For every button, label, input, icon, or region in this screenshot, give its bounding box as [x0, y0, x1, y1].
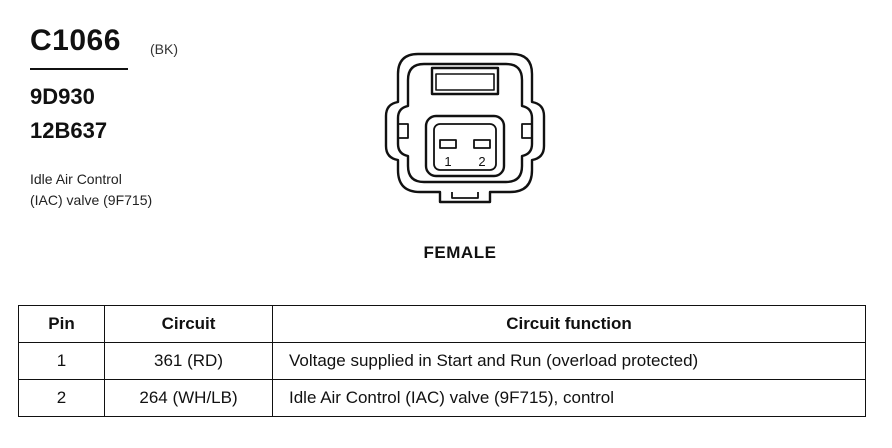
- connector-id: C1066: [30, 24, 121, 57]
- table-header-row: Pin Circuit Circuit function: [18, 305, 866, 343]
- table-row: 2 264 (WH/LB) Idle Air Control (IAC) val…: [18, 379, 866, 417]
- connector-outer-shell: [384, 52, 546, 204]
- circuit-function-cell: Idle Air Control (IAC) valve (9F715), co…: [272, 379, 866, 417]
- column-header-pin: Pin: [18, 305, 105, 343]
- column-header-circuit-function: Circuit function: [272, 305, 866, 343]
- column-header-circuit: Circuit: [104, 305, 273, 343]
- pin-2-label: 2: [478, 154, 485, 169]
- pin-1-slot: [439, 139, 457, 149]
- pin-1-label: 1: [444, 154, 451, 169]
- pin-cell: 1: [18, 342, 105, 380]
- pin-cell: 2: [18, 379, 105, 417]
- connector-gender-label: FEMALE: [423, 243, 497, 262]
- connector-face-drawing: 1 2: [384, 52, 546, 204]
- part-number: 12B637: [30, 118, 108, 143]
- connector-inner-shell: [396, 62, 534, 184]
- connector-color-code: (BK): [150, 41, 178, 57]
- circuit-cell: 264 (WH/LB): [104, 379, 273, 417]
- circuit-function-cell: Voltage supplied in Start and Run (overl…: [272, 342, 866, 380]
- component-description: Idle Air Control: [30, 171, 122, 187]
- circuit-cell: 361 (RD): [104, 342, 273, 380]
- locking-latch: [430, 66, 500, 96]
- part-number: 9D930: [30, 84, 95, 109]
- terminal-cavity-housing: [424, 114, 506, 178]
- bottom-tab: [451, 192, 479, 199]
- pin-2-slot: [473, 139, 491, 149]
- table-row: 1 361 (RD) Voltage supplied in Start and…: [18, 342, 866, 380]
- connector-id-underline: [30, 68, 128, 70]
- pinout-table: Pin Circuit Circuit function 1 361 (RD) …: [18, 305, 866, 417]
- component-description: (IAC) valve (9F715): [30, 192, 153, 208]
